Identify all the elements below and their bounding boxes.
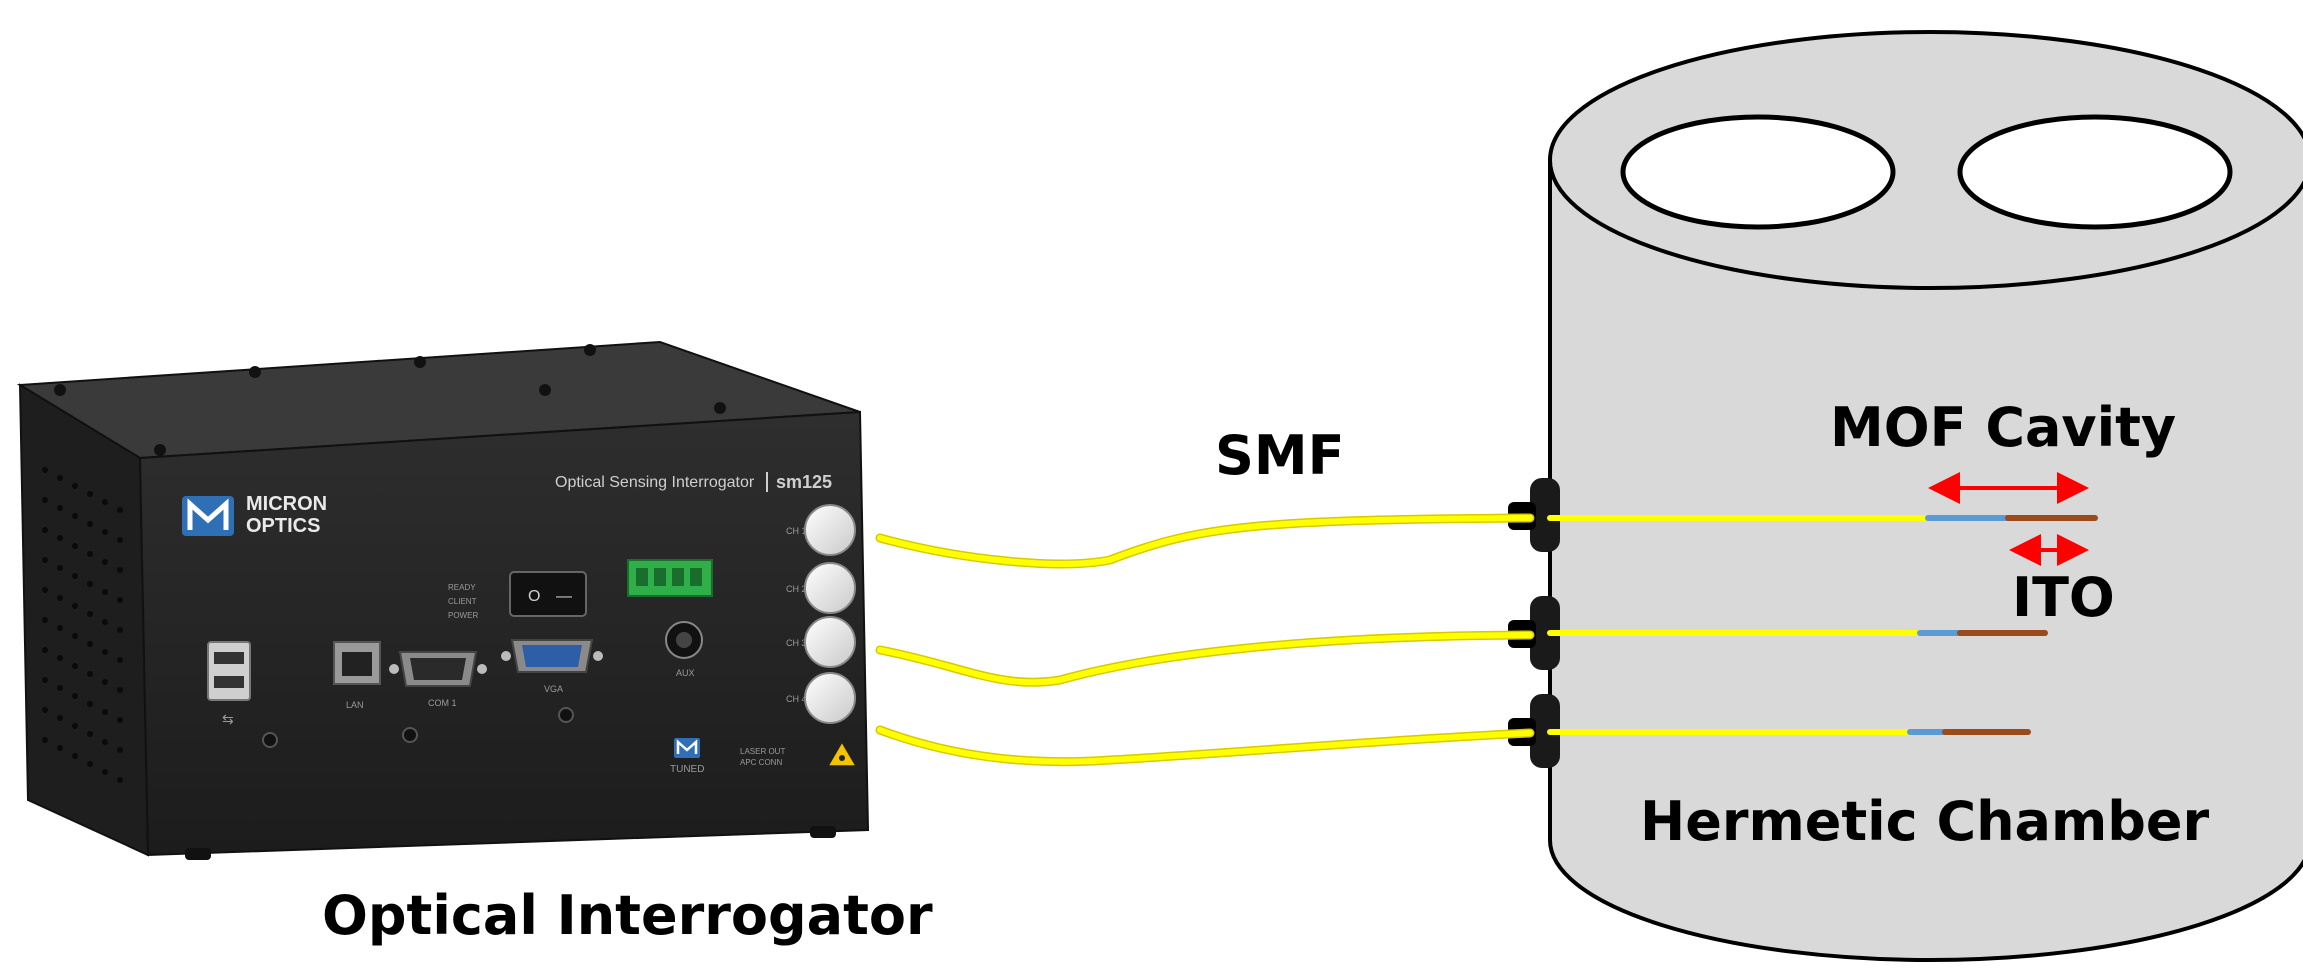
model-number: sm125	[776, 472, 832, 492]
laser-label-line-2: APC CONN	[740, 758, 782, 767]
hermetic-chamber	[1508, 30, 2303, 962]
com1-port: COM 1	[389, 651, 487, 743]
power-on-symbol: —	[556, 588, 572, 605]
device-side	[18, 383, 150, 857]
brand-line-1: MICRON	[246, 493, 327, 515]
ch4-label: CH 4	[786, 694, 807, 704]
side-vents	[42, 467, 123, 783]
hermetic-chamber-label: Hermetic Chamber	[1640, 790, 2210, 853]
device-front	[138, 410, 870, 857]
mof-cavity-label: MOF Cavity	[1830, 396, 2176, 459]
laser-label-line-1: LASER OUT	[740, 747, 785, 756]
micron-optics-logo	[182, 496, 234, 536]
optical-interrogator-device: MICRON OPTICS Optical Sensing Interrogat…	[16, 340, 870, 860]
com1-label: COM 1	[428, 698, 457, 708]
optical-interrogator-label: Optical Interrogator	[322, 884, 933, 947]
usb-icon: ⇆	[222, 711, 234, 727]
ch1-label: CH 1	[786, 526, 807, 536]
chamber-port-right	[1957, 114, 2233, 230]
channel-ports: CH 1 CH 2 CH 3 CH 4	[786, 504, 856, 724]
terminal-block	[627, 559, 713, 597]
aux-label: AUX	[676, 668, 695, 678]
power-off-symbol: O	[528, 588, 540, 605]
tuned-label: TUNED	[670, 764, 704, 775]
chamber-body	[1548, 158, 2303, 962]
vga-label: VGA	[544, 684, 563, 694]
vga-port: VGA	[501, 639, 603, 723]
brand-line-2: OPTICS	[246, 515, 320, 537]
aux-port: AUX	[665, 621, 703, 678]
status-client-label: CLIENT	[448, 597, 477, 606]
usb-ports: ⇆	[207, 641, 278, 748]
model-title: Optical Sensing Interrogator	[555, 474, 755, 491]
status-power-label: POWER	[448, 611, 478, 620]
ch2-label: CH 2	[786, 584, 807, 594]
smf-label: SMF	[1215, 424, 1345, 487]
feedthrough-connector	[1508, 694, 1560, 768]
status-ready-label: READY	[448, 583, 476, 592]
chamber-port-left	[1620, 114, 1896, 230]
laser-warning-icon	[826, 740, 858, 767]
lan-label: LAN	[346, 700, 364, 710]
lan-port: LAN	[333, 641, 381, 710]
ito-label: ITO	[2012, 566, 2115, 629]
fiber-cables	[875, 513, 2098, 767]
power-switch: O —	[509, 571, 587, 617]
ch3-label: CH 3	[786, 638, 807, 648]
tuned-logo: TUNED	[670, 738, 704, 775]
